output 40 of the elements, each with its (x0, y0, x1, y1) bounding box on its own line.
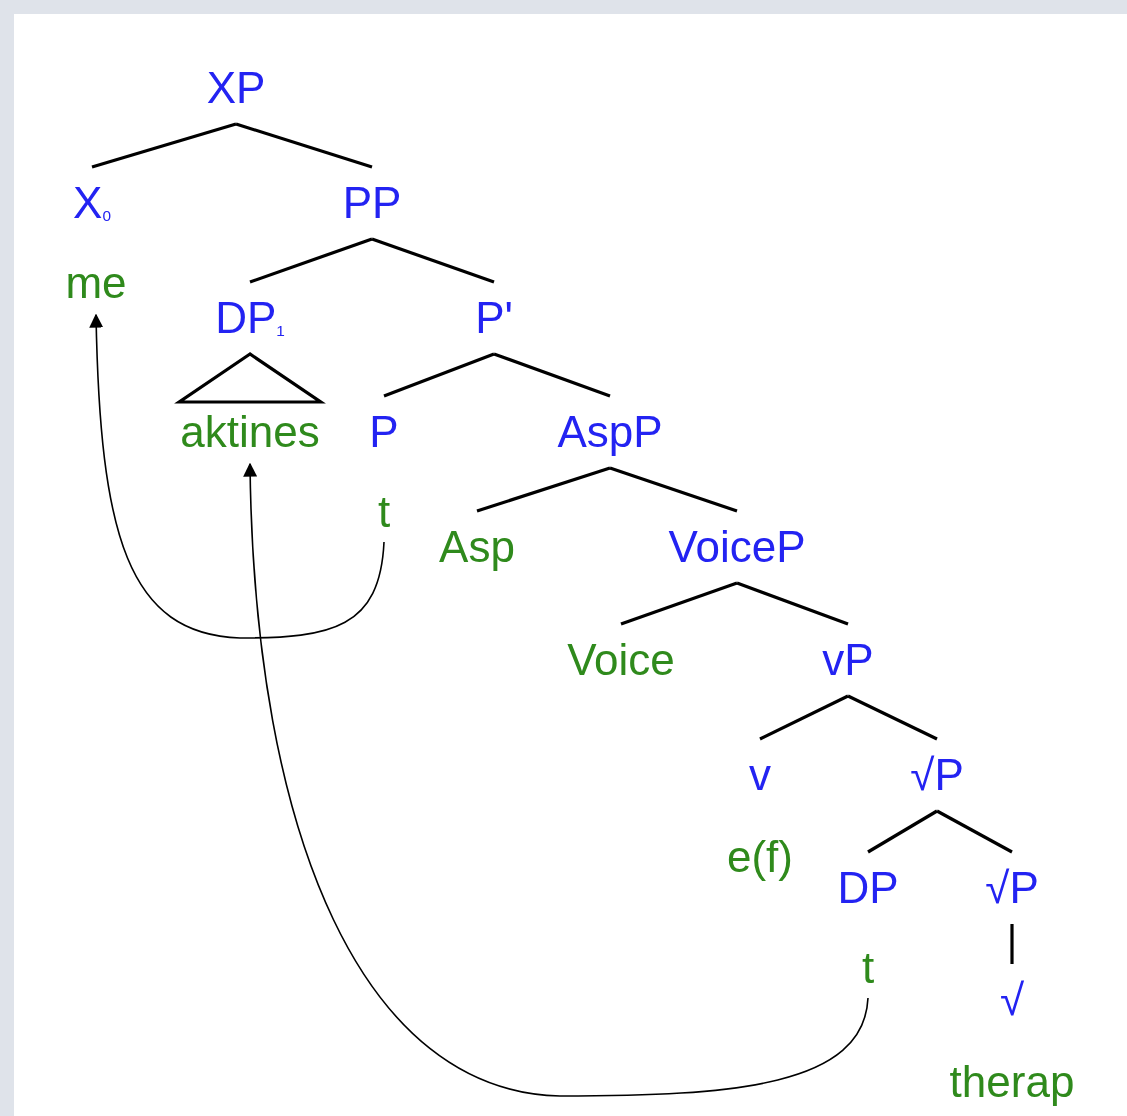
category-label: √P (907, 739, 967, 811)
branch-line (249, 237, 373, 284)
category-label: √P (982, 852, 1042, 924)
category-label: P' (472, 282, 516, 354)
branch-line (620, 581, 738, 626)
category-label: DP (834, 852, 902, 924)
branch-line (235, 122, 373, 169)
category-label: vP (819, 624, 877, 696)
branch-line (476, 466, 611, 513)
word-label: me (62, 247, 130, 319)
category-label: DP$_{1}$ (212, 282, 288, 354)
word-label: t (374, 476, 394, 548)
branch-line (936, 809, 1013, 854)
category-label: X$_{0}$ (70, 167, 114, 239)
branch-line (867, 809, 938, 854)
branch-line (493, 352, 611, 398)
triangle-roof (174, 352, 326, 404)
branch-line (1010, 924, 1014, 964)
word-label: therap (946, 1046, 1078, 1116)
branch-line (371, 237, 495, 284)
branch-line (847, 694, 938, 741)
branch-line (736, 581, 849, 626)
category-label: AspP (554, 396, 666, 468)
branch-line (759, 694, 849, 741)
word-label: Voice (564, 624, 678, 696)
category-label: VoiceP (665, 511, 809, 583)
category-label: P (366, 396, 402, 468)
movement-arrow (243, 462, 869, 1097)
movement-arrow (89, 313, 385, 639)
word-label: aktines (177, 396, 323, 468)
category-label: XP (203, 52, 269, 124)
category-label: PP (339, 167, 405, 239)
branch-line (383, 352, 495, 398)
branch-line (91, 122, 237, 169)
category-label: √ (996, 964, 1028, 1036)
category-label: v (746, 739, 774, 811)
word-label: Asp (436, 511, 518, 583)
word-label: t (858, 932, 878, 1004)
word-label: e(f) (724, 821, 796, 893)
branch-line (609, 466, 738, 513)
